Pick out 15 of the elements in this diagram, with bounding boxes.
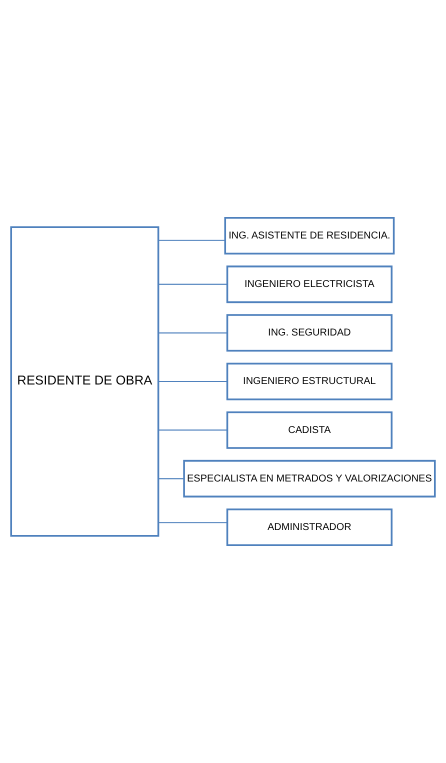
connector [158, 240, 225, 241]
node-box: RESIDENTE DE OBRA [10, 226, 160, 537]
connector [158, 380, 228, 382]
node-box: INGENIERO ELECTRICISTA [226, 266, 393, 304]
node-box: ING. ASISTENTE DE RESIDENCIA. [224, 216, 395, 254]
connector [158, 332, 228, 334]
node-box: ESPECIALISTA EN METRADOS Y VALORIZACIONES [183, 460, 436, 498]
connector [158, 284, 228, 285]
node-box: CADISTA [226, 411, 393, 449]
node-box: ING. SEGURIDAD [226, 314, 393, 352]
connector [158, 430, 228, 431]
node-box: ADMINISTRADOR [226, 508, 393, 546]
connector [158, 478, 184, 480]
connector [158, 522, 228, 524]
node-box: INGENIERO ESTRUCTURAL [226, 362, 393, 400]
